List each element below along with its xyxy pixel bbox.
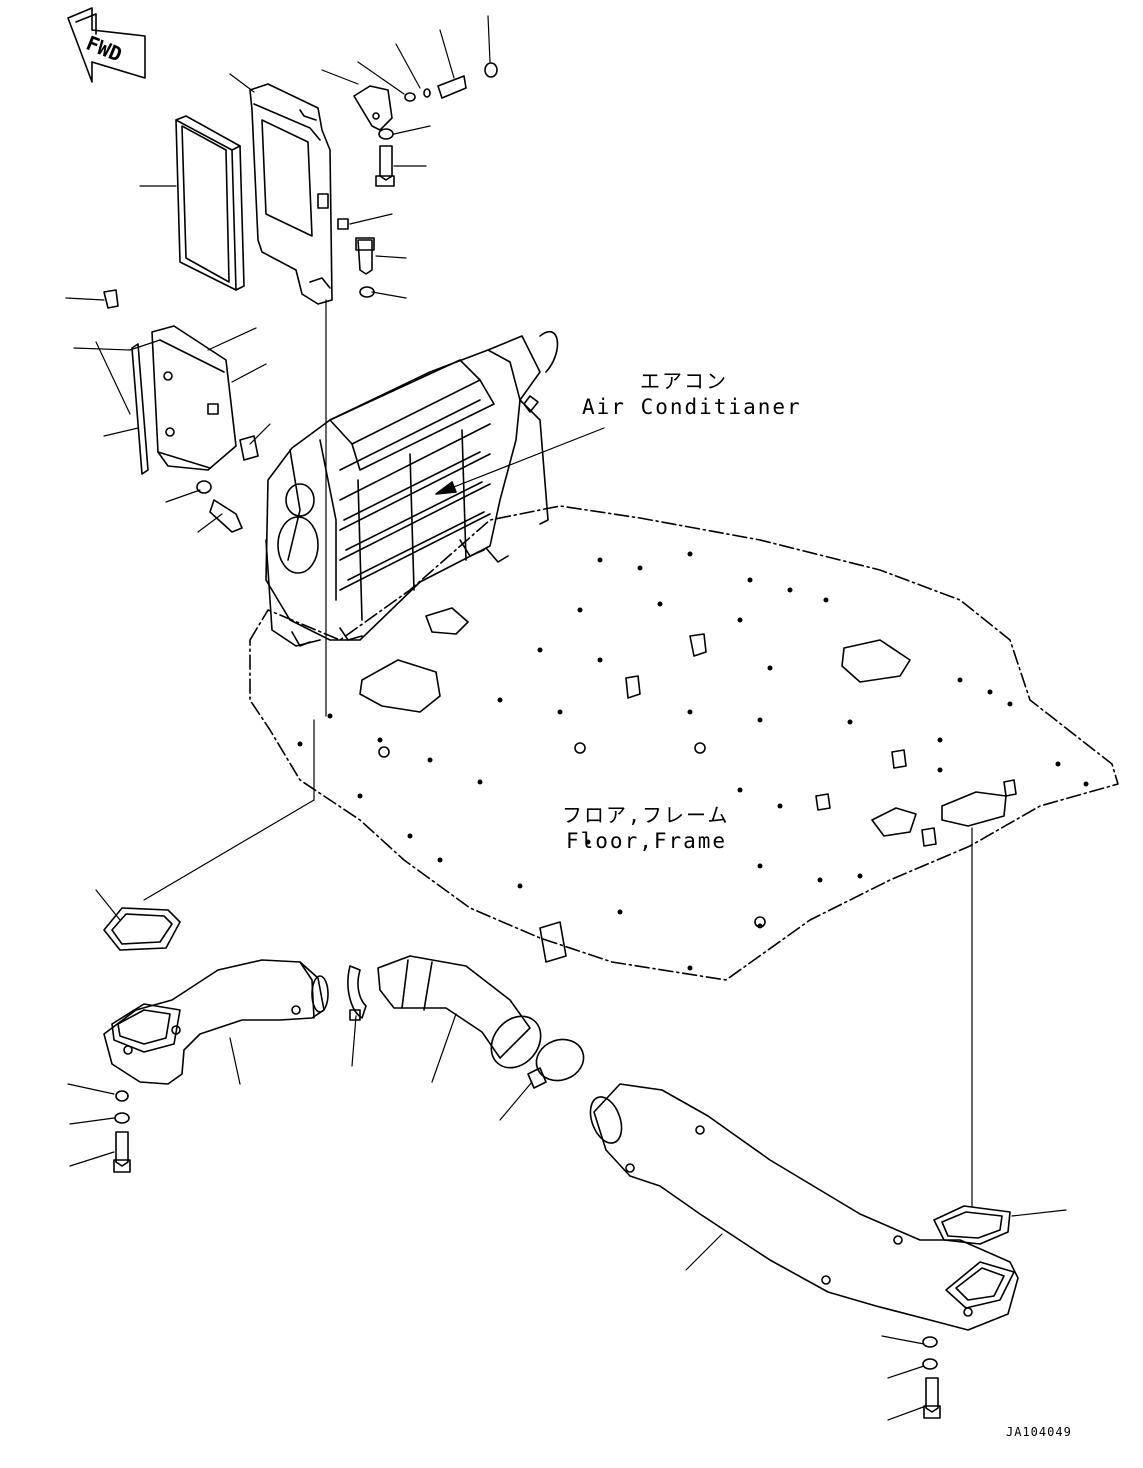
callout-air-conditioner: エアコン Air Conditianer <box>582 369 802 419</box>
hose-clamp-left <box>347 965 367 1021</box>
filter-housing <box>249 83 333 305</box>
air-conditioner-label-en: Air Conditianer <box>582 395 802 419</box>
pointer-arrow-icon <box>435 481 457 495</box>
hardware-set-top <box>337 62 498 298</box>
reference-lines <box>143 299 973 1207</box>
hardware-set-right <box>922 1336 941 1419</box>
hardware-set-left <box>113 1090 131 1173</box>
air-conditioner-label-jp: エアコン <box>640 369 728 393</box>
gasket-left <box>103 907 181 951</box>
floor-cutouts <box>359 607 1017 963</box>
fwd-arrow-icon: FWD <box>67 7 146 83</box>
bracket <box>353 85 393 131</box>
duct-long <box>589 1083 1019 1331</box>
gasket-right <box>933 1205 1011 1245</box>
floor-frame-label-en: Floor,Frame <box>566 829 727 853</box>
access-panel <box>103 289 259 533</box>
floor-frame-label-jp: フロア,フレーム <box>562 803 729 827</box>
flexible-hose <box>377 955 542 1069</box>
callout-floor-frame: フロア,フレーム Floor,Frame <box>562 803 729 853</box>
filter-element <box>175 115 245 291</box>
floor-ring-holes <box>378 742 766 928</box>
drawing-number: JA104049 <box>1006 1425 1072 1439</box>
floor-holes <box>297 551 1089 971</box>
part-leaders <box>65 15 1067 1421</box>
hose-clamp-right <box>527 1038 585 1089</box>
duct-elbow-left <box>103 959 329 1085</box>
air-conditioner-unit <box>265 330 559 647</box>
floor-frame-outline <box>249 505 1119 981</box>
